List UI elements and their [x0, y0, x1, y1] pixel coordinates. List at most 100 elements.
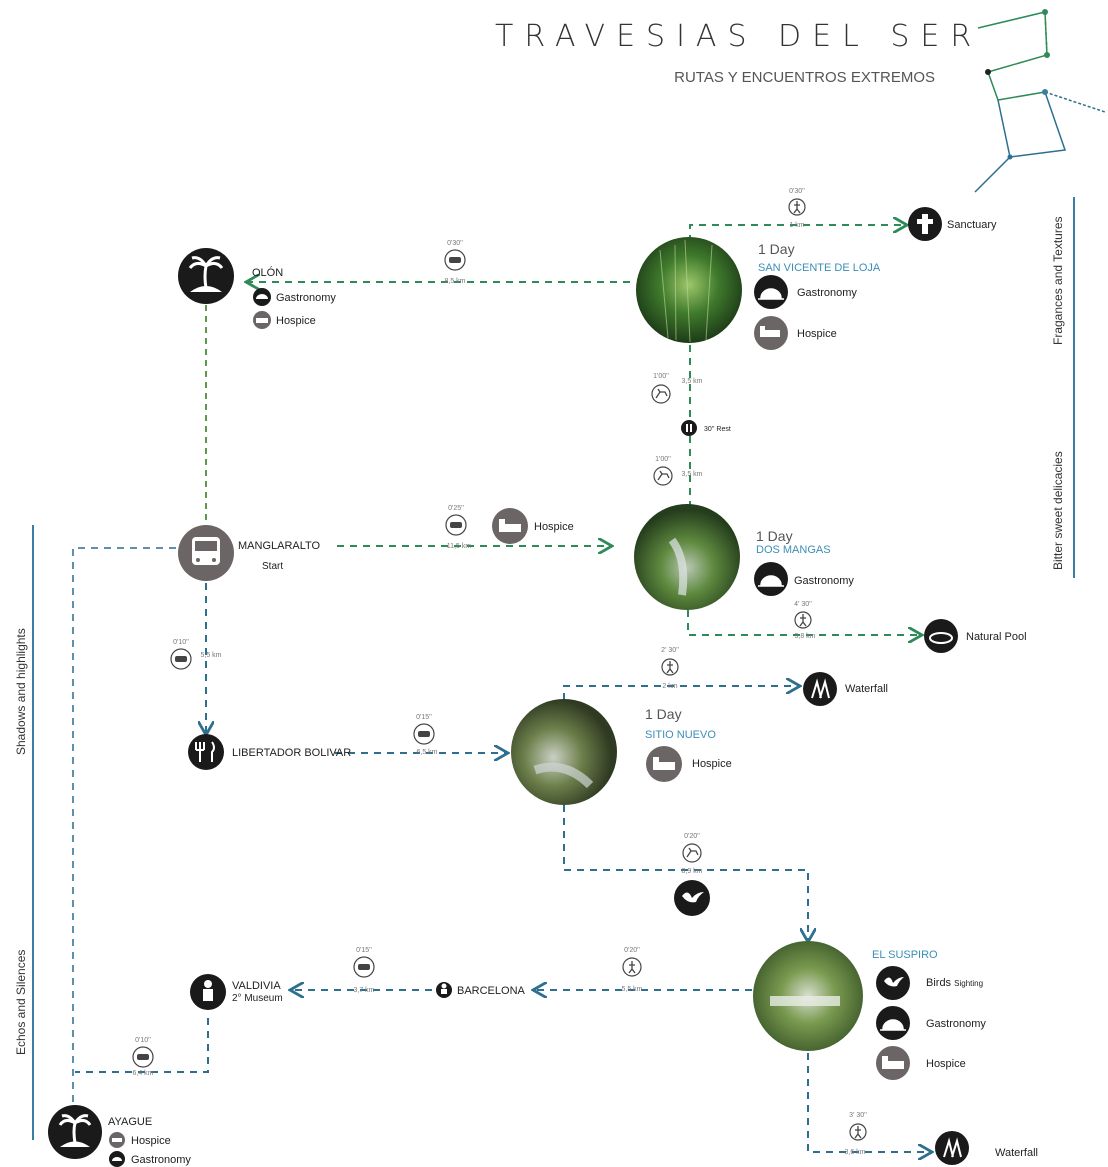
san-vicente-photo — [636, 237, 742, 343]
svg-text:5,5 km: 5,5 km — [621, 986, 642, 993]
olon-service-2: Hospice — [276, 315, 316, 327]
place-barcelona[interactable]: BARCELONA — [436, 982, 526, 998]
rest-stop: 30'' Rest — [681, 420, 731, 436]
waterfall-2-name: Waterfall — [995, 1147, 1038, 1159]
sitio-nuevo-days: 1 Day — [645, 706, 682, 722]
route-waterfall-1 — [563, 686, 798, 700]
place-san-vicente[interactable]: 1 Day SAN VICENTE DE LOJA Gastronomy Hos… — [636, 237, 881, 350]
waterfall-icon — [935, 1131, 969, 1165]
route-suspiro — [563, 805, 808, 940]
svg-text:11,5 km: 11,5 km — [447, 543, 472, 550]
olon-service-1: Gastronomy — [276, 292, 336, 304]
leg-olon: 0'30'' 8,5 km — [444, 240, 466, 285]
svg-text:0'30'': 0'30'' — [447, 240, 463, 247]
side-label-fragances: Fragances and Textures — [1051, 216, 1065, 345]
svg-text:0'20'': 0'20'' — [684, 833, 700, 840]
svg-text:8,9 km: 8,9 km — [681, 868, 702, 875]
svg-text:8,5 km: 8,5 km — [444, 278, 465, 285]
olon-name: OLÓN — [252, 266, 283, 279]
svg-text:0'30'': 0'30'' — [789, 188, 805, 195]
leg-natural-pool: 4' 30'' 3,8 km — [794, 601, 815, 640]
san-vicente-days: 1 Day — [758, 241, 795, 257]
page-title: TRAVESIAS DEL SER — [495, 19, 982, 54]
ayague-service-1: Hospice — [131, 1135, 171, 1147]
leg-valdivia: 0'15'' 3,7 km — [353, 947, 375, 994]
ayague-service-2: Gastronomy — [131, 1154, 191, 1166]
el-suspiro-service-3: Hospice — [926, 1058, 966, 1070]
svg-text:0'20'': 0'20'' — [624, 947, 640, 954]
svg-text:4' 30'': 4' 30'' — [794, 601, 812, 608]
san-vicente-name: SAN VICENTE DE LOJA — [758, 262, 881, 274]
manglaralto-hospice[interactable]: Hospice — [492, 508, 574, 544]
side-label-shadows: Shadows and highlights — [14, 628, 28, 755]
svg-text:3,5 km: 3,5 km — [681, 471, 702, 478]
valdivia-name: VALDIVIA — [232, 980, 281, 992]
place-manglaralto[interactable]: MANGLARALTO Start — [178, 525, 321, 581]
svg-text:3,5 km: 3,5 km — [681, 378, 702, 385]
svg-text:30'' Rest: 30'' Rest — [704, 426, 731, 433]
svg-text:0'15'': 0'15'' — [356, 947, 372, 954]
place-waterfall-1[interactable]: Waterfall — [803, 672, 888, 706]
place-el-suspiro[interactable]: EL SUSPIRO Birds Sighting Gastronomy Hos… — [753, 941, 986, 1080]
leg-waterfall-1: 2' 30'' 2 km — [661, 647, 679, 690]
pool-icon — [924, 619, 958, 653]
place-natural-pool[interactable]: Natural Pool — [924, 619, 1027, 653]
sitio-nuevo-name: SITIO NUEVO — [645, 729, 716, 741]
leg-dos-mangas: 0'25'' 11,5 km — [445, 505, 472, 550]
leg-sv-down-1: 1'00'' 3,5 km — [651, 373, 703, 404]
place-olon[interactable]: OLÓN Gastronomy Hospice — [178, 248, 336, 329]
el-suspiro-service-1: Birds Sighting — [926, 977, 983, 989]
san-vicente-service-2: Hospice — [797, 328, 837, 340]
rest-icon — [681, 420, 697, 436]
horse-icon — [651, 384, 671, 404]
sanctuary-name: Sanctuary — [947, 219, 997, 231]
manglaralto-start: Start — [262, 561, 283, 572]
libertador-name: LIBERTADOR BOLIVAR — [232, 747, 351, 759]
svg-text:2 km: 2 km — [662, 683, 677, 690]
manglaralto-name: MANGLARALTO — [238, 540, 321, 552]
leg-sv-down-2: 1'00'' 3,5 km — [653, 456, 703, 486]
dos-mangas-service-1: Gastronomy — [794, 575, 854, 587]
svg-text:1'00'': 1'00'' — [655, 456, 671, 463]
place-waterfall-2[interactable]: Waterfall — [935, 1131, 1038, 1165]
natural-pool-name: Natural Pool — [966, 631, 1027, 643]
leg-sanctuary: 0'30'' 1 km — [788, 188, 806, 229]
place-valdivia[interactable]: VALDIVIA 2° Museum — [190, 974, 283, 1010]
svg-text:3,6 km: 3,6 km — [844, 1149, 865, 1156]
svg-text:0'10'': 0'10'' — [135, 1037, 151, 1044]
svg-text:1 km: 1 km — [789, 222, 804, 229]
valdivia-note: 2° Museum — [232, 993, 283, 1004]
place-ayague[interactable]: AYAGUE Hospice Gastronomy — [48, 1105, 191, 1167]
route-west-edge — [72, 547, 176, 1108]
fork-knife-icon — [188, 734, 224, 770]
horse-icon — [682, 843, 702, 863]
route-ayague — [75, 1018, 209, 1073]
sitio-nuevo-service-1: Hospice — [692, 758, 732, 770]
svg-text:6,5 km: 6,5 km — [416, 749, 437, 756]
san-vicente-service-1: Gastronomy — [797, 287, 857, 299]
route-waterfall-2 — [807, 1053, 930, 1152]
leg-barcelona: 0'20'' 5,5 km — [621, 947, 642, 993]
svg-text:0'15'': 0'15'' — [416, 714, 432, 721]
svg-text:3,8 km: 3,8 km — [794, 633, 815, 640]
place-sanctuary[interactable]: Sanctuary — [908, 207, 997, 241]
dos-mangas-name: DOS MANGAS — [756, 544, 831, 556]
svg-text:2' 30'': 2' 30'' — [661, 647, 679, 654]
waterfall-1-name: Waterfall — [845, 683, 888, 695]
place-sitio-nuevo[interactable]: 1 Day SITIO NUEVO Hospice — [511, 699, 732, 805]
leg-suspiro: 0'20'' 8,9 km — [674, 833, 710, 916]
svg-text:0'25'': 0'25'' — [448, 505, 464, 512]
leg-sitio-nuevo: 0'15'' 6,5 km — [413, 714, 438, 756]
place-dos-mangas[interactable]: 1 Day DOS MANGAS Gastronomy — [634, 504, 854, 610]
el-suspiro-name: EL SUSPIRO — [872, 949, 938, 961]
manglaralto-hospice-label: Hospice — [534, 521, 574, 533]
leg-ayague: 0'10'' 6,4 km — [132, 1037, 154, 1077]
page-subtitle: RUTAS Y ENCUENTROS EXTREMOS — [674, 69, 935, 86]
svg-text:1'00'': 1'00'' — [653, 373, 669, 380]
ayague-name: AYAGUE — [108, 1116, 152, 1128]
place-libertador[interactable]: LIBERTADOR BOLIVAR — [188, 734, 351, 770]
side-label-echos: Echos and Silences — [14, 950, 28, 1055]
waterfall-icon — [803, 672, 837, 706]
dos-mangas-days: 1 Day — [756, 528, 793, 544]
